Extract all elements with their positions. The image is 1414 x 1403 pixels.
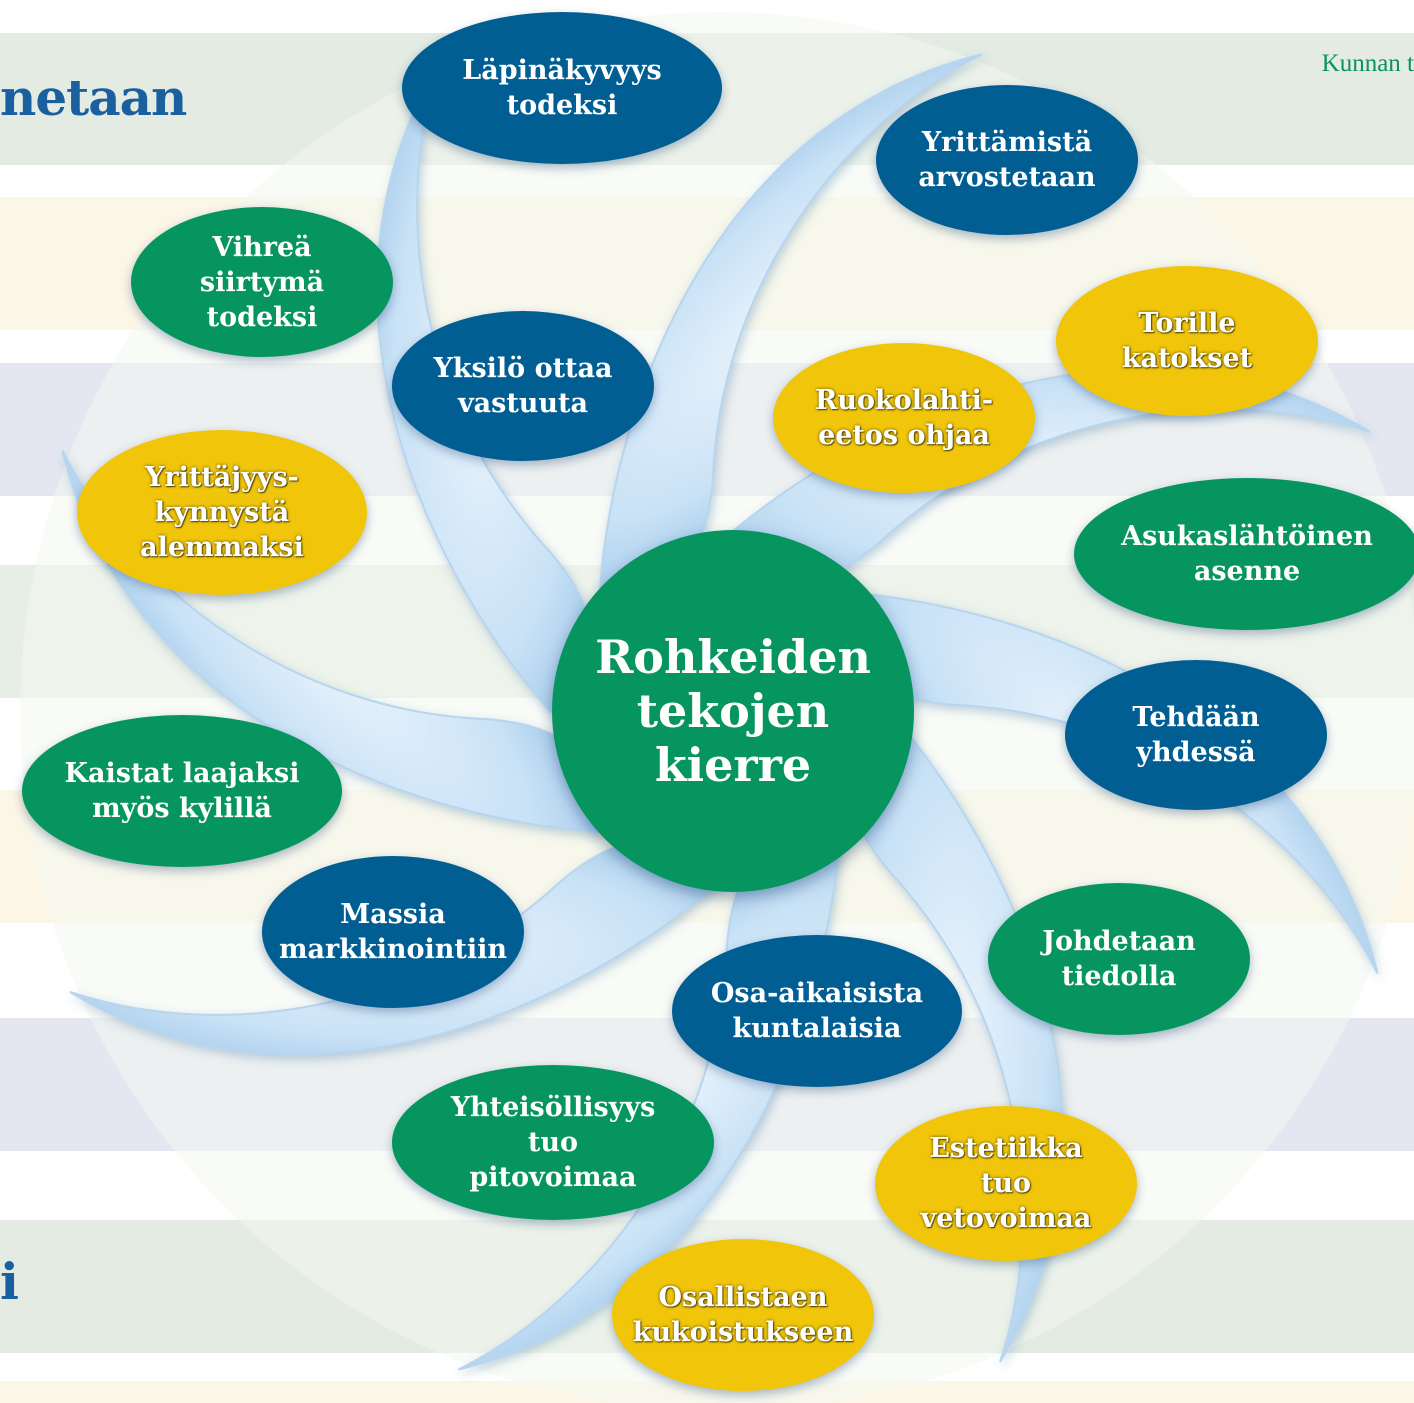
- bubble-estetiikka: Estetiikka tuo vetovoimaa: [875, 1106, 1137, 1261]
- bubble-osallistaen: Osallistaen kukoistukseen: [612, 1239, 874, 1391]
- bubble-johdetaan: Johdetaan tiedolla: [988, 883, 1250, 1035]
- bubble-lapinakyvyys: Läpinäkyvyys todeksi: [402, 12, 722, 164]
- bubble-kaistat: Kaistat laajaksi myös kylillä: [22, 715, 342, 867]
- heading-bottom-fragment: i: [0, 1252, 19, 1311]
- bubble-yrittajyys: Yrittäjyys- kynnystä alemmaksi: [77, 430, 367, 595]
- bubble-asukas: Asukaslähtöinen asenne: [1074, 478, 1414, 630]
- bubble-yksilo: Yksilö ottaa vastuuta: [392, 311, 654, 461]
- swirl-arm: [376, 61, 593, 714]
- bubble-vihrea: Vihreä siirtymä todeksi: [131, 207, 393, 357]
- bubble-yhteisollisyys: Yhteisöllisyys tuo pitovoimaa: [392, 1065, 714, 1220]
- bubble-tehdaan: Tehdään yhdessä: [1065, 660, 1327, 810]
- bubble-yrittamista: Yrittämistä arvostetaan: [876, 85, 1138, 235]
- heading-top-fragment: netaan: [0, 68, 187, 127]
- bubble-massia: Massia markkinointiin: [262, 856, 524, 1008]
- bubble-ruokolahti: Ruokolahti- eetos ohjaa: [773, 343, 1035, 493]
- corner-note-fragment: Kunnan t: [1321, 50, 1414, 77]
- swirl-arm: [69, 839, 722, 1056]
- bubble-osa-aikaisista: Osa-aikaisista kuntalaisia: [672, 935, 962, 1087]
- center-bubble: Rohkeiden tekojen kierre: [552, 530, 914, 892]
- bubble-torille: Torille katokset: [1056, 266, 1318, 416]
